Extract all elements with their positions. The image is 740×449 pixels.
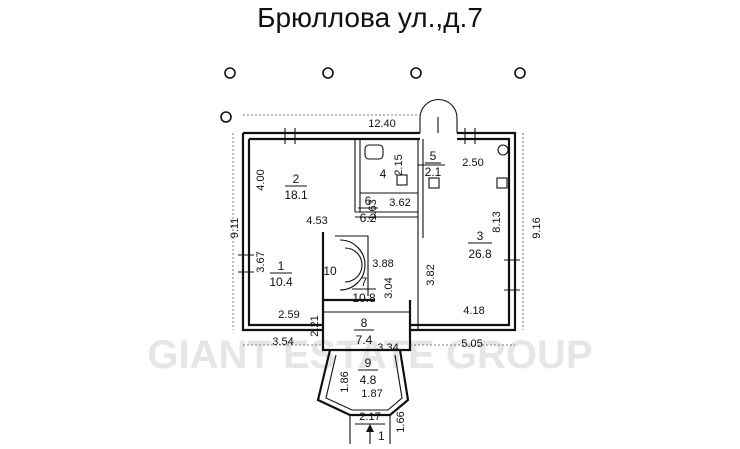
room-number: 3 [477, 229, 484, 243]
room-area: 10.4 [269, 275, 293, 289]
dimension-label: 3.82 [425, 264, 437, 285]
dimension-lines [232, 114, 524, 346]
walls [238, 99, 520, 444]
dimension-label: 2.59 [278, 309, 299, 321]
dimension-label: 4.00 [255, 169, 267, 190]
dimension-label: 8.13 [491, 211, 503, 232]
dimension-label: 3.67 [255, 251, 267, 272]
dimension-label: 3.34 [377, 342, 398, 354]
plan-title: Брюллова ул.,д.7 [257, 2, 483, 33]
dimension-label: 1.87 [361, 388, 382, 400]
room-number: 7 [361, 275, 368, 289]
dimension-label: 9.11 [229, 218, 241, 239]
room-number: 5 [430, 149, 437, 163]
room-area: 6.2 [360, 211, 377, 225]
dimension-label: 2.21 [309, 315, 321, 336]
room-number: 6 [365, 194, 372, 208]
room-number: 10 [323, 264, 337, 278]
room-area: 2.1 [425, 165, 442, 179]
room-number: 9 [365, 356, 372, 370]
grid-markers [220, 67, 526, 123]
dimension-label: 2.17 [359, 411, 380, 423]
dimension-label: 3.04 [383, 277, 395, 298]
entrance-mark: 1 [378, 429, 385, 443]
grid-marker [224, 67, 236, 79]
room-number: 4 [380, 167, 387, 181]
dimension-label: 5.05 [461, 338, 482, 350]
grid-marker [220, 111, 232, 123]
room-area: 7.4 [356, 333, 373, 347]
entrance-arrow-icon: 1 [366, 424, 385, 444]
room-number: 1 [278, 259, 285, 273]
dimension-label: 3.62 [389, 197, 410, 209]
dimension-label: 3.54 [272, 336, 293, 348]
dimension-label: 1.66 [395, 411, 407, 432]
dimension-labels: 12.40 9.11 9.16 4.00 4.53 3.67 2.59 3.54… [229, 118, 543, 433]
dimension-label: 1.63 [367, 199, 379, 220]
room-labels: 2 18.1 1 10.4 3 26.8 4 5 2.1 6 6.2 7 10.… [269, 149, 492, 387]
room-area: 26.8 [468, 247, 492, 261]
dimension-label: 2.15 [393, 154, 405, 175]
room-number: 2 [293, 172, 300, 186]
dimension-label: 1.86 [339, 371, 351, 392]
dimension-label: 4.18 [463, 305, 484, 317]
grid-marker [322, 67, 334, 79]
room-number: 8 [361, 316, 368, 330]
room-area: 4.8 [360, 373, 377, 387]
dimension-label: 3.88 [372, 258, 393, 270]
dimension-label: 9.16 [531, 217, 543, 238]
grid-marker [514, 67, 526, 79]
dimension-label: 4.53 [306, 215, 327, 227]
room-area: 10.8 [352, 291, 376, 305]
dimension-label: 12.40 [368, 118, 396, 130]
dimension-label: 2.50 [462, 157, 483, 169]
room-area: 18.1 [284, 188, 308, 202]
grid-marker [410, 67, 422, 79]
